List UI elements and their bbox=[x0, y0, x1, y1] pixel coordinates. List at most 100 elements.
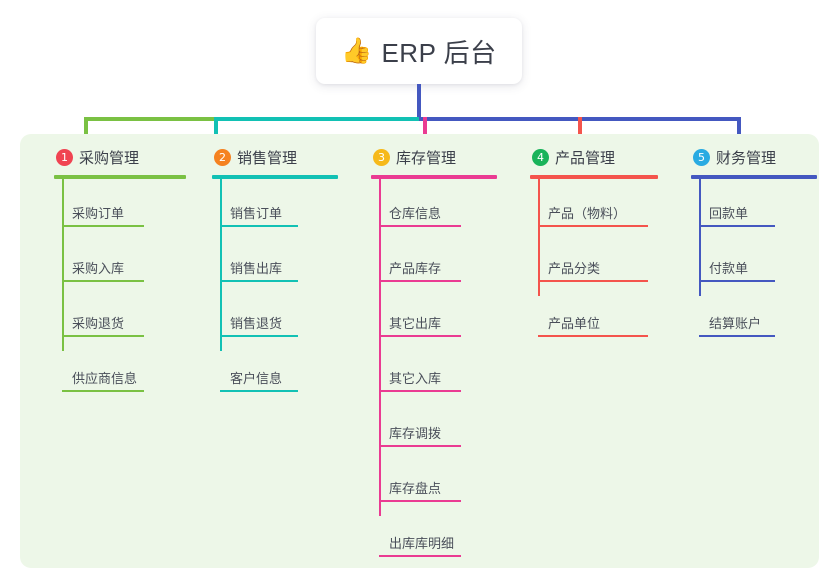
menu-item[interactable]: 付款单 bbox=[677, 234, 827, 289]
menu-item-label: 销售退货 bbox=[230, 316, 283, 331]
menu-item-label: 销售出库 bbox=[230, 261, 283, 276]
menu-item-label: 其它出库 bbox=[389, 316, 442, 331]
menu-item[interactable]: 销售出库 bbox=[198, 234, 348, 289]
menu-item[interactable]: 销售退货 bbox=[198, 289, 348, 344]
menu-item-label: 库存盘点 bbox=[389, 481, 442, 496]
menu-item[interactable]: 库存盘点 bbox=[357, 454, 507, 509]
column-spine bbox=[220, 179, 222, 351]
menu-item-rule bbox=[699, 280, 775, 282]
column-header-4[interactable]: 4 产品管理 bbox=[516, 144, 666, 170]
column-header-rule bbox=[371, 175, 497, 179]
menu-item-label: 产品（物料） bbox=[548, 206, 627, 221]
menu-item-label: 产品分类 bbox=[548, 261, 601, 276]
menu-item-rule bbox=[220, 335, 298, 337]
column-items: 采购订单采购入库采购退货供应商信息 bbox=[40, 179, 190, 399]
menu-item-rule bbox=[379, 225, 461, 227]
column-spine bbox=[699, 179, 701, 296]
column-title: 销售管理 bbox=[237, 149, 298, 167]
column-items: 销售订单销售出库销售退货客户信息 bbox=[198, 179, 348, 399]
column-items: 产品（物料） 产品分类产品单位 bbox=[516, 179, 666, 344]
menu-item-rule bbox=[220, 225, 298, 227]
menu-item-rule bbox=[62, 280, 144, 282]
menu-item-label: 结算账户 bbox=[709, 316, 762, 331]
menu-item-label: 回款单 bbox=[709, 206, 749, 221]
menu-item-rule bbox=[62, 390, 144, 392]
menu-item[interactable]: 仓库信息 bbox=[357, 179, 507, 234]
column-header-3[interactable]: 3 库存管理 bbox=[357, 144, 507, 170]
menu-item-rule bbox=[220, 280, 298, 282]
menu-item-label: 产品库存 bbox=[389, 261, 442, 276]
menu-item-rule bbox=[62, 335, 144, 337]
menu-item-label: 其它入库 bbox=[389, 371, 442, 386]
column-header-rule bbox=[691, 175, 817, 179]
menu-item-rule bbox=[538, 225, 648, 227]
menu-item-rule bbox=[379, 280, 461, 282]
menu-item[interactable]: 库存调拨 bbox=[357, 399, 507, 454]
column-badge-2: 2 bbox=[214, 148, 231, 166]
column-items: 仓库信息产品库存其它出库其它入库库存调拨库存盘点出库库明细 bbox=[357, 179, 507, 564]
menu-item-rule bbox=[699, 335, 775, 337]
page-title: ERP 后台 bbox=[381, 37, 497, 68]
menu-item[interactable]: 供应商信息 bbox=[40, 344, 190, 399]
menu-item[interactable]: 采购入库 bbox=[40, 234, 190, 289]
menu-item-rule bbox=[538, 280, 648, 282]
column-badge-3: 3 bbox=[373, 148, 390, 166]
menu-item-label: 采购订单 bbox=[72, 206, 125, 221]
menu-item-rule bbox=[379, 390, 461, 392]
menu-item[interactable]: 其它出库 bbox=[357, 289, 507, 344]
menu-item-label: 出库库明细 bbox=[389, 536, 455, 551]
menu-item[interactable]: 客户信息 bbox=[198, 344, 348, 399]
column-title: 库存管理 bbox=[396, 149, 457, 167]
menu-item-rule bbox=[379, 500, 461, 502]
menu-item-rule bbox=[379, 445, 461, 447]
menu-item-rule bbox=[699, 225, 775, 227]
menu-item-rule bbox=[220, 390, 298, 392]
column-header-rule bbox=[54, 175, 186, 179]
root-title-card[interactable]: 👍 ERP 后台 bbox=[316, 18, 522, 84]
menu-item-label: 客户信息 bbox=[230, 371, 283, 386]
thumbs-up-icon: 👍 bbox=[341, 36, 373, 65]
column-spine bbox=[538, 179, 540, 296]
menu-item[interactable]: 产品分类 bbox=[516, 234, 666, 289]
menu-item[interactable]: 产品库存 bbox=[357, 234, 507, 289]
column-header-rule bbox=[530, 175, 658, 179]
column-items: 回款单付款单结算账户 bbox=[677, 179, 827, 344]
menu-item[interactable]: 结算账户 bbox=[677, 289, 827, 344]
column-badge-4: 4 bbox=[532, 148, 549, 166]
menu-item-label: 采购入库 bbox=[72, 261, 125, 276]
column-spine bbox=[379, 179, 381, 516]
menu-item[interactable]: 产品（物料） bbox=[516, 179, 666, 234]
menu-item-label: 产品单位 bbox=[548, 316, 601, 331]
menu-item-rule bbox=[379, 335, 461, 337]
menu-item-rule bbox=[62, 225, 144, 227]
menu-item[interactable]: 出库库明细 bbox=[357, 509, 507, 564]
column-header-rule bbox=[212, 175, 338, 179]
menu-item-rule bbox=[538, 335, 648, 337]
column-财务管理: 5 财务管理回款单付款单结算账户 bbox=[677, 144, 827, 344]
column-badge-5: 5 bbox=[693, 148, 710, 166]
column-销售管理: 2 销售管理销售订单销售出库销售退货客户信息 bbox=[198, 144, 348, 399]
column-header-5[interactable]: 5 财务管理 bbox=[677, 144, 827, 170]
menu-item-label: 仓库信息 bbox=[389, 206, 442, 221]
column-header-2[interactable]: 2 销售管理 bbox=[198, 144, 348, 170]
menu-item-label: 采购退货 bbox=[72, 316, 125, 331]
menu-item-label: 库存调拨 bbox=[389, 426, 442, 441]
menu-item[interactable]: 采购订单 bbox=[40, 179, 190, 234]
menu-item[interactable]: 其它入库 bbox=[357, 344, 507, 399]
column-产品管理: 4 产品管理产品（物料） 产品分类产品单位 bbox=[516, 144, 666, 344]
menu-item-label: 销售订单 bbox=[230, 206, 283, 221]
menu-item[interactable]: 产品单位 bbox=[516, 289, 666, 344]
column-title: 产品管理 bbox=[555, 149, 616, 167]
column-title: 财务管理 bbox=[716, 149, 777, 167]
menu-item-label: 付款单 bbox=[709, 261, 749, 276]
menu-item[interactable]: 销售订单 bbox=[198, 179, 348, 234]
menu-item[interactable]: 采购退货 bbox=[40, 289, 190, 344]
menu-item-rule bbox=[379, 555, 461, 557]
menu-item[interactable]: 回款单 bbox=[677, 179, 827, 234]
column-badge-1: 1 bbox=[56, 148, 73, 166]
